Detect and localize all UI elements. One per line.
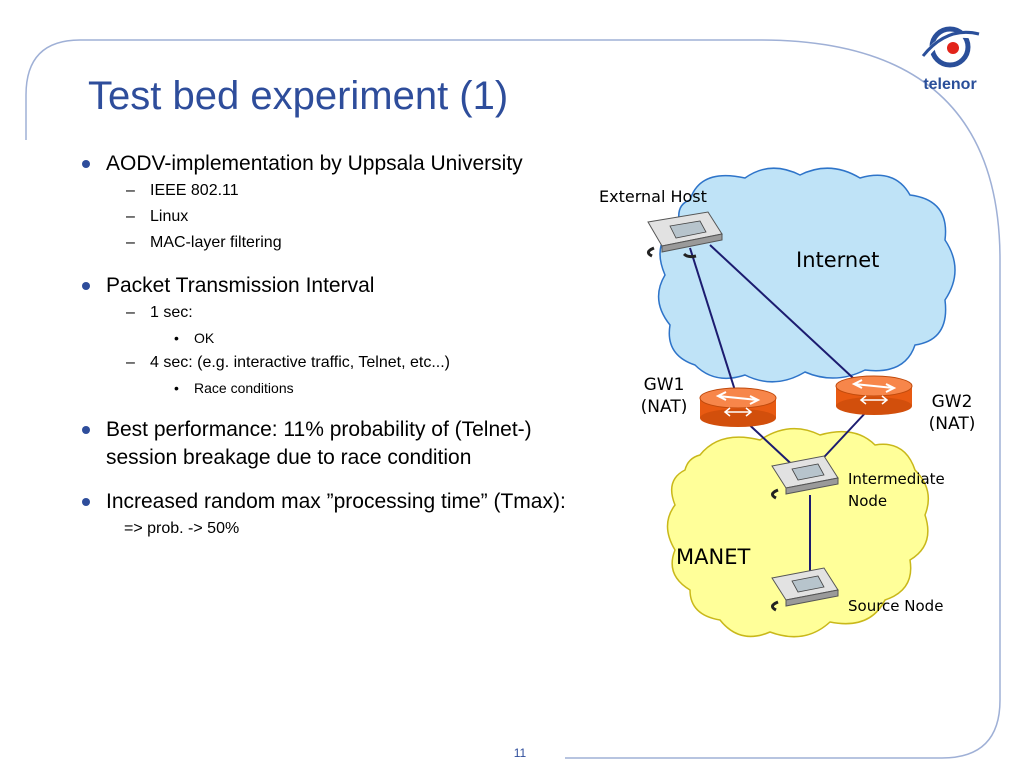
dash-icon: – (126, 208, 135, 225)
sub-bullet-text: Linux (150, 208, 189, 225)
bullet-item: Increased random max ”processing time” (… (80, 488, 596, 516)
small-dot-icon: • (174, 330, 179, 346)
gw2-label-line1: GW2 (931, 392, 973, 412)
sub-bullet-text: MAC-layer filtering (150, 234, 282, 251)
bullet-text: AODV-implementation by Uppsala Universit… (106, 152, 523, 175)
source-node-device-icon (771, 567, 839, 612)
source-node-label: Source Node (848, 597, 944, 615)
telenor-swirl-icon (921, 26, 980, 68)
bullet-note: => prob. -> 50% (124, 520, 240, 537)
sub-bullet-item: –Linux (80, 204, 580, 230)
gw1-label-line1: GW1 (643, 375, 685, 395)
bullet-dot-icon (82, 426, 90, 434)
sub-bullet-text: 4 sec: (e.g. interactive traffic, Telnet… (150, 354, 450, 371)
gw1-router-icon (699, 387, 777, 427)
manet-label: MANET (676, 545, 751, 569)
sub-sub-bullet-text: OK (194, 330, 215, 346)
external-host-device-icon (647, 211, 723, 259)
sub-sub-bullet-text: Race conditions (194, 380, 294, 396)
sub-bullet-text: IEEE 802.11 (150, 182, 239, 199)
dash-icon: – (126, 304, 135, 321)
small-dot-icon: • (174, 380, 179, 396)
sub-sub-bullet-item: • OK (80, 326, 580, 350)
gw2-label: GW2 (NAT) (920, 391, 984, 435)
intermediate-label-line2: Node (848, 492, 888, 510)
link-host-gw2 (709, 244, 867, 391)
internet-label: Internet (796, 248, 880, 272)
dash-icon: – (126, 234, 135, 251)
intermediate-node-label: Intermediate Node (848, 468, 945, 512)
sub-bullet-item: –4 sec: (e.g. interactive traffic, Telne… (80, 350, 580, 376)
gw1-label-line2: (NAT) (640, 397, 688, 417)
intermediate-label-line1: Intermediate (848, 470, 945, 488)
sub-bullet-item: –1 sec: (80, 300, 580, 326)
link-host-gw1 (689, 247, 739, 401)
bullet-list: AODV-implementation by Uppsala Universit… (80, 150, 580, 542)
intermediate-node-device-icon (771, 455, 839, 500)
bullet-text: Packet Transmission Interval (106, 274, 375, 297)
dash-icon: – (126, 354, 135, 371)
sub-bullet-text: 1 sec: (150, 304, 193, 321)
external-host-label: External Host (599, 187, 707, 206)
internet-cloud (657, 167, 956, 383)
sub-sub-bullet-item: • Race conditions (80, 376, 580, 400)
dash-icon: – (126, 182, 135, 199)
page-number: 11 (513, 746, 527, 760)
gw2-label-line2: (NAT) (928, 414, 976, 434)
bullet-dot-icon (82, 282, 90, 290)
telenor-logo: telenor (905, 22, 995, 102)
bullet-dot-icon (82, 498, 90, 506)
sub-bullet-item: –IEEE 802.11 (80, 178, 580, 204)
page-title: Test bed experiment (1) (88, 74, 509, 118)
gw2-router-icon (835, 375, 913, 415)
bullet-item: Best performance: 11% probability of (Te… (80, 416, 536, 472)
gw1-label: GW1 (NAT) (633, 374, 695, 418)
logo-wordmark: telenor (923, 76, 977, 93)
bullet-dot-icon (82, 160, 90, 168)
bullet-item: AODV-implementation by Uppsala Universit… (80, 150, 580, 178)
sub-bullet-item: –MAC-layer filtering (80, 230, 580, 256)
bullet-text: Best performance: 11% probability of (Te… (106, 418, 532, 469)
manet-cloud (666, 427, 930, 638)
bullet-item: Packet Transmission Interval (80, 272, 580, 300)
bullet-text: Increased random max ”processing time” (… (106, 490, 566, 513)
